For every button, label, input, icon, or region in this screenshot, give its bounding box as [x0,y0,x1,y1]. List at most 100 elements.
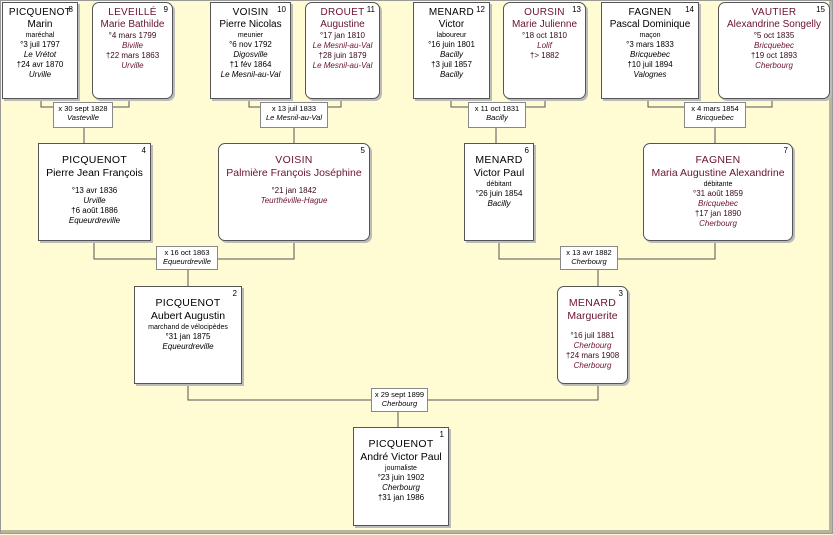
person-box-12[interactable]: 12 MENARD Victor laboureur °16 juin 1801… [413,2,490,99]
person-number: 13 [572,5,581,14]
person-surname: DROUET [320,7,365,18]
person-number: 14 [685,5,694,14]
marriage-date: x 11 oct 1831 [474,104,520,113]
person-occupation: marchand de vélocipèdes [148,324,228,331]
marriage-place: Le Mesnil-au-Val [266,113,322,122]
person-box-7[interactable]: 7 FAGNEN Maria Augustine Alexandrine déb… [643,143,793,241]
birth-place: Le Vrétot [23,50,57,59]
birth-place: Le Mesnil-au-Val [312,41,373,50]
marriage-label: x 30 sept 1828 Vasteville [53,102,113,128]
person-surname: PICQUENOT [8,7,72,18]
person-surname: VAUTIER [751,7,797,18]
person-number: 11 [366,5,375,14]
person-box-9[interactable]: 9 LEVEILLÉ Marie Bathilde °4 mars 1799 B… [92,2,173,99]
birth-place: Biville [122,41,143,50]
person-number: 4 [141,146,146,155]
person-number: 5 [360,146,365,155]
person-given-name: Marguerite [567,310,618,322]
birth-date: °23 juin 1902 [377,473,425,482]
birth-date: °13 avr 1836 [71,186,118,195]
person-occupation: maréchal [25,32,55,39]
person-box-6[interactable]: 6 MENARD Victor Paul débitant °26 juin 1… [464,143,534,241]
marriage-place: Bricquebec [696,113,734,122]
person-surname: LEVEILLÉ [108,7,157,18]
marriage-place: Bacilly [486,113,508,122]
death-date: †31 jan 1986 [377,493,425,502]
person-surname: FAGNEN [628,7,672,18]
birth-place: Equeurdreville [162,342,214,351]
death-date: †17 jan 1890 [694,209,742,218]
person-box-4[interactable]: 4 PICQUENOT Pierre Jean François °13 avr… [38,143,151,241]
marriage-date: x 29 sept 1899 [374,390,425,399]
death-place: Urville [121,61,144,70]
person-occupation: laboureur [436,32,467,39]
death-date: †19 oct 1893 [750,51,798,60]
person-given-name: Palmière François Joséphine [226,167,362,179]
marriage-label: x 16 oct 1863 Equeurdreville [156,246,218,270]
person-box-8[interactable]: 8 PICQUENOT Marin maréchal °3 juil 1797 … [2,2,78,99]
person-number: 15 [816,5,825,14]
person-given-name: Victor [438,19,465,30]
birth-date: °4 mars 1799 [108,31,157,40]
death-date: †10 juil 1894 [627,60,673,69]
death-date: †3 juil 1857 [431,60,472,69]
person-number: 3 [618,289,623,298]
person-surname: PICQUENOT [155,297,221,309]
person-given-name: Marie Julienne [511,19,578,30]
person-given-name: Marie Bathilde [100,19,165,30]
birth-place: Urville [83,196,106,205]
marriage-date: x 4 mars 1854 [691,104,739,113]
person-box-1[interactable]: 1 PICQUENOT André Victor Paul journalist… [353,427,449,526]
person-surname: VOISIN [232,7,269,18]
person-surname: FAGNEN [695,154,741,166]
person-number: 1 [439,430,444,439]
death-place: Le Mesnil-au-Val [220,70,281,79]
person-number: 6 [524,146,529,155]
birth-date: °21 jan 1842 [271,186,317,195]
person-number: 9 [163,5,168,14]
birth-date: °31 août 1859 [693,189,743,198]
birth-date: °6 nov 1792 [229,40,272,49]
death-date: †22 mars 1863 [105,51,160,60]
birth-place: Bricquebec [753,41,795,50]
person-box-10[interactable]: 10 VOISIN Pierre Nicolas meunier °6 nov … [210,2,291,99]
person-given-name: Pascal Dominique [609,19,691,30]
person-occupation: maçon [639,32,661,39]
marriage-label: x 29 sept 1899 Cherbourg [371,388,428,412]
marriage-place: Cherbourg [571,257,607,266]
birth-place: Teurthéville-Hague [260,196,328,205]
death-date: †24 avr 1870 [16,60,64,69]
birth-date: °5 oct 1835 [753,31,795,40]
person-surname: MENARD [428,7,475,18]
person-given-name: Alexandrine Songelly [727,19,821,30]
marriage-date: x 13 juil 1833 [271,104,317,113]
birth-date: °16 juil 1881 [570,331,615,340]
person-given-name: Pierre Nicolas [219,19,282,30]
birth-date: °26 juin 1854 [475,189,523,198]
death-place: Cherbourg [755,61,793,70]
person-box-15[interactable]: 15 VAUTIER Alexandrine Songelly °5 oct 1… [718,2,830,99]
death-place: Valognes [633,70,667,79]
person-box-5[interactable]: 5 VOISIN Palmière François Joséphine °21… [218,143,370,241]
birth-date: °3 juil 1797 [20,40,60,49]
person-box-3[interactable]: 3 MENARD Marguerite °16 juil 1881 Cherbo… [557,286,628,384]
person-box-13[interactable]: 13 OURSIN Marie Julienne °18 oct 1810 Lo… [503,2,586,99]
marriage-label: x 4 mars 1854 Bricquebec [684,102,746,128]
birth-place: Lolif [537,41,552,50]
person-number: 8 [68,5,73,14]
birth-date: °16 juin 1801 [428,40,475,49]
death-date: †24 mars 1908 [565,351,620,360]
person-given-name: Pierre Jean François [46,167,143,179]
person-box-11[interactable]: 11 DROUET Augustine °17 jan 1810 Le Mesn… [305,2,380,99]
person-surname: MENARD [568,297,617,309]
marriage-place: Vasteville [67,113,99,122]
person-number: 10 [277,5,286,14]
death-place: Bacilly [439,70,464,79]
person-box-2[interactable]: 2 PICQUENOT Aubert Augustin marchand de … [134,286,242,384]
death-place: Cherbourg [573,361,612,370]
person-box-14[interactable]: 14 FAGNEN Pascal Dominique maçon °3 mars… [601,2,699,99]
marriage-place: Equeurdreville [163,257,211,266]
birth-place: Cherbourg [573,341,612,350]
birth-date: °17 jan 1810 [319,31,365,40]
